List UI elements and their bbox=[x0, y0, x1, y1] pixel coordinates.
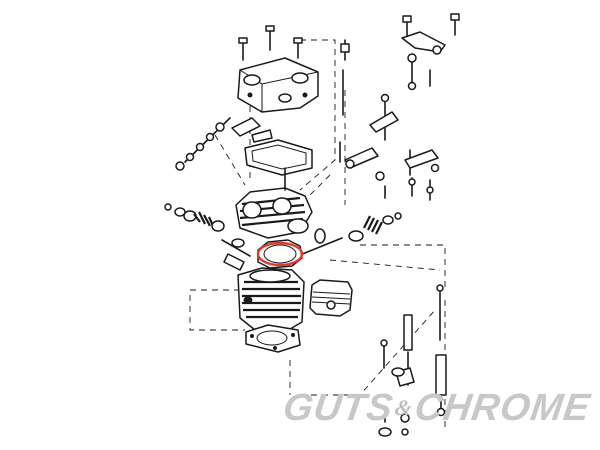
head-gasket-highlight bbox=[256, 241, 304, 267]
valve-spring-right bbox=[294, 212, 402, 260]
rocker-arm-right bbox=[401, 13, 460, 91]
head-gasket-group bbox=[256, 239, 304, 269]
cylinder-base-gasket bbox=[245, 324, 301, 353]
watermark-word-right: CHROME bbox=[412, 386, 594, 429]
cylinder-head bbox=[235, 167, 313, 239]
watermark-ampersand: & bbox=[393, 395, 415, 420]
valve-spring-left bbox=[164, 203, 251, 271]
cylinder bbox=[237, 267, 305, 333]
valve-lifter-linkage bbox=[339, 93, 440, 201]
rocker-box bbox=[237, 57, 319, 113]
rocker-arm-left bbox=[175, 117, 273, 171]
pushrod-tube-assembly bbox=[378, 284, 447, 437]
watermark-word-left: GUTS bbox=[280, 386, 397, 429]
rocker-box-bolts bbox=[238, 25, 350, 116]
rocker-cover-gasket bbox=[244, 139, 313, 176]
guts-chrome-watermark: GUTS & CHROME bbox=[281, 384, 594, 432]
piston bbox=[309, 279, 353, 317]
